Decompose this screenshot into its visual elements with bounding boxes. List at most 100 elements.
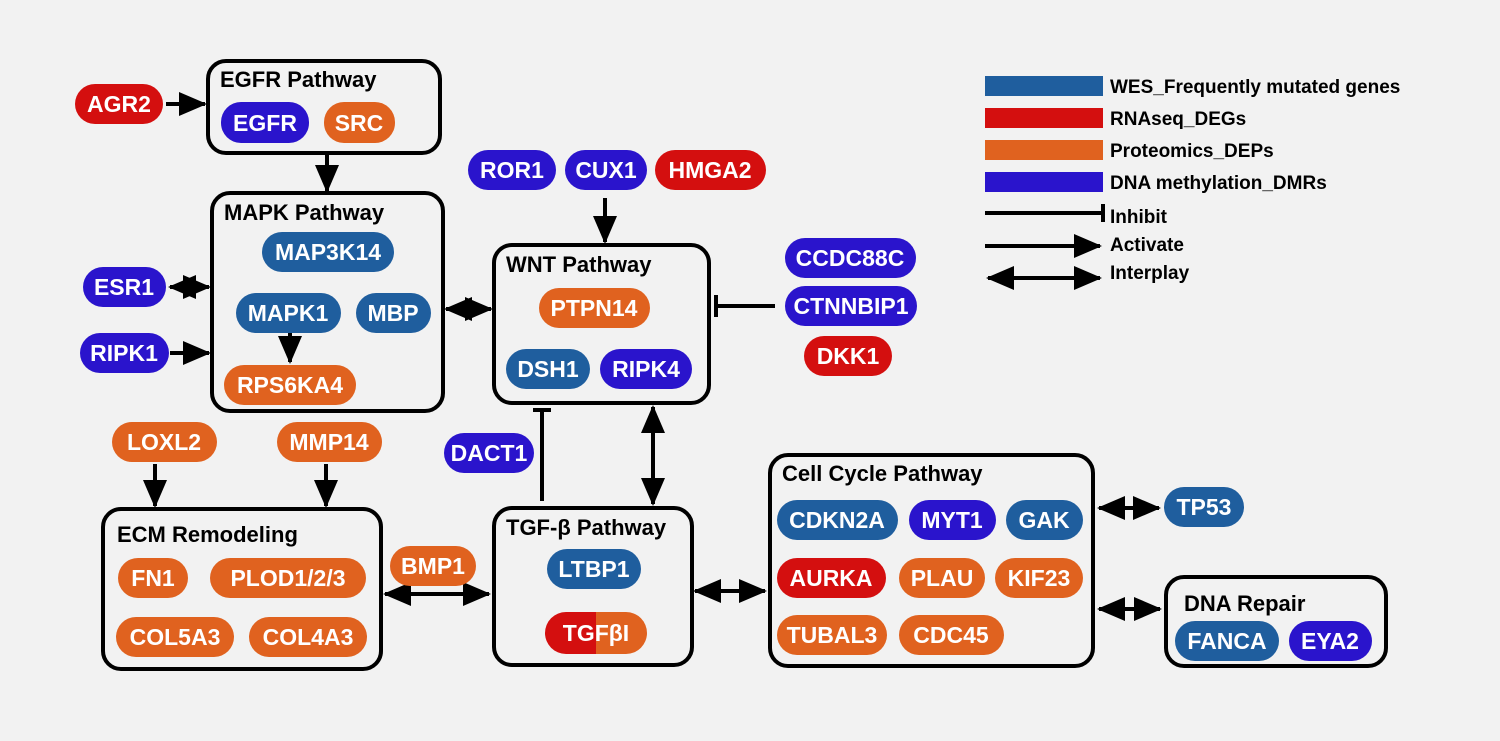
gene-plod: PLOD1/2/3 [210, 558, 366, 598]
svg-text:MYT1: MYT1 [921, 507, 983, 533]
svg-text:GAK: GAK [1018, 507, 1070, 533]
svg-text:Inhibit: Inhibit [1110, 207, 1168, 228]
svg-text:RIPK4: RIPK4 [612, 356, 680, 382]
gene-kif23: KIF23 [995, 558, 1083, 598]
svg-text:Interplay: Interplay [1110, 263, 1190, 284]
svg-text:MBP: MBP [367, 300, 418, 326]
legend-interplay: Interplay [986, 263, 1190, 290]
svg-text:Activate: Activate [1110, 235, 1184, 256]
svg-text:CCDC88C: CCDC88C [796, 245, 905, 271]
gene-mbp: MBP [356, 293, 431, 333]
svg-text:DKK1: DKK1 [817, 343, 880, 369]
legend: WES_Frequently mutated genes RNAseq_DEGs… [985, 76, 1400, 290]
svg-text:RIPK1: RIPK1 [90, 340, 158, 366]
dna-repair-title: DNA Repair [1184, 591, 1306, 616]
svg-text:CDKN2A: CDKN2A [789, 507, 885, 533]
mapk-pathway-title: MAPK Pathway [224, 200, 385, 225]
ecm-remodeling-title: ECM Remodeling [117, 522, 298, 547]
svg-text:DSH1: DSH1 [517, 356, 579, 382]
svg-text:FANCA: FANCA [1187, 628, 1266, 654]
legend-inhibit: Inhibit [985, 204, 1168, 228]
ecm-remodeling-box: ECM Remodeling [101, 507, 383, 671]
svg-text:DNA methylation_DMRs: DNA methylation_DMRs [1110, 173, 1327, 194]
svg-text:MAP3K14: MAP3K14 [275, 239, 381, 265]
gene-cdc45: CDC45 [899, 615, 1004, 655]
gene-src: SRC [324, 102, 395, 143]
dna-repair-box: DNA Repair [1164, 575, 1388, 668]
legend-rnaseq: RNAseq_DEGs [985, 108, 1246, 130]
gene-tp53: TP53 [1164, 487, 1244, 527]
gene-fanca: FANCA [1175, 621, 1279, 661]
svg-text:FN1: FN1 [131, 565, 175, 591]
gene-fn1: FN1 [118, 558, 188, 598]
legend-methylation: DNA methylation_DMRs [985, 172, 1327, 194]
gene-ripk4: RIPK4 [600, 349, 692, 389]
gene-bmp1: BMP1 [390, 546, 476, 586]
gene-myt1: MYT1 [909, 500, 996, 540]
svg-text:MAPK1: MAPK1 [248, 300, 329, 326]
gene-esr1: ESR1 [83, 267, 166, 307]
gene-ripk1: RIPK1 [80, 333, 169, 373]
legend-wes: WES_Frequently mutated genes [985, 76, 1400, 98]
svg-text:TGFβI: TGFβI [563, 620, 629, 646]
svg-text:PLOD1/2/3: PLOD1/2/3 [230, 565, 345, 591]
gene-tgfbi: TGFβI [545, 612, 647, 654]
legend-proteomics: Proteomics_DEPs [985, 140, 1274, 162]
mapk-pathway-box: MAPK Pathway [210, 191, 445, 413]
gene-tubal3: TUBAL3 [777, 615, 887, 655]
svg-text:COL4A3: COL4A3 [263, 624, 354, 650]
svg-text:ROR1: ROR1 [480, 157, 544, 183]
svg-text:ESR1: ESR1 [94, 274, 154, 300]
gene-ror1: ROR1 [468, 150, 556, 190]
svg-text:DACT1: DACT1 [451, 440, 528, 466]
gene-rps6ka4: RPS6KA4 [224, 365, 356, 405]
svg-text:CUX1: CUX1 [575, 157, 637, 183]
gene-eya2: EYA2 [1289, 621, 1372, 661]
egfr-pathway-title: EGFR Pathway [220, 67, 377, 92]
svg-text:PLAU: PLAU [911, 565, 974, 591]
gene-dsh1: DSH1 [506, 349, 590, 389]
tgfb-pathway-box: TGF-β Pathway [492, 506, 694, 667]
tgfb-pathway-title: TGF-β Pathway [506, 515, 667, 540]
svg-text:AURKA: AURKA [789, 565, 872, 591]
svg-text:CTNNBIP1: CTNNBIP1 [793, 293, 908, 319]
svg-text:COL5A3: COL5A3 [130, 624, 221, 650]
svg-text:KIF23: KIF23 [1008, 565, 1071, 591]
egfr-pathway-box: EGFR Pathway [206, 59, 442, 155]
gene-plau: PLAU [899, 558, 985, 598]
svg-text:Proteomics_DEPs: Proteomics_DEPs [1110, 141, 1274, 162]
gene-cux1: CUX1 [565, 150, 647, 190]
gene-cdkn2a: CDKN2A [777, 500, 898, 540]
svg-text:MMP14: MMP14 [289, 429, 368, 455]
gene-loxl2: LOXL2 [112, 422, 217, 462]
svg-text:RNAseq_DEGs: RNAseq_DEGs [1110, 109, 1246, 130]
svg-text:LTBP1: LTBP1 [558, 556, 629, 582]
gene-hmga2: HMGA2 [655, 150, 766, 190]
svg-text:SRC: SRC [335, 110, 384, 136]
svg-text:AGR2: AGR2 [87, 91, 151, 117]
gene-agr2: AGR2 [75, 84, 163, 124]
svg-text:HMGA2: HMGA2 [668, 157, 751, 183]
gene-ltbp1: LTBP1 [547, 549, 641, 589]
gene-ctnnbip1: CTNNBIP1 [785, 286, 917, 326]
svg-text:TP53: TP53 [1177, 494, 1232, 520]
gene-egfr: EGFR [221, 102, 309, 143]
svg-text:WES_Frequently mutated genes: WES_Frequently mutated genes [1110, 77, 1400, 98]
cell-cycle-pathway-title: Cell Cycle Pathway [782, 461, 983, 486]
svg-text:RPS6KA4: RPS6KA4 [237, 372, 343, 398]
gene-ccdc88c: CCDC88C [785, 238, 916, 278]
svg-text:PTPN14: PTPN14 [551, 295, 638, 321]
svg-text:LOXL2: LOXL2 [127, 429, 201, 455]
gene-col5a3: COL5A3 [116, 617, 234, 657]
gene-col4a3: COL4A3 [249, 617, 367, 657]
tgfb-inhibit-wnt [533, 408, 551, 501]
gene-mmp14: MMP14 [277, 422, 382, 462]
gene-dkk1: DKK1 [804, 336, 892, 376]
ctnnbip1-inhibit-wnt [714, 295, 775, 317]
gene-gak: GAK [1006, 500, 1083, 540]
gene-dact1: DACT1 [444, 433, 534, 473]
gene-ptpn14: PTPN14 [539, 288, 650, 328]
legend-activate: Activate [985, 234, 1184, 258]
cell-cycle-pathway-box: Cell Cycle Pathway [768, 453, 1095, 668]
gene-map3k14: MAP3K14 [262, 232, 394, 272]
